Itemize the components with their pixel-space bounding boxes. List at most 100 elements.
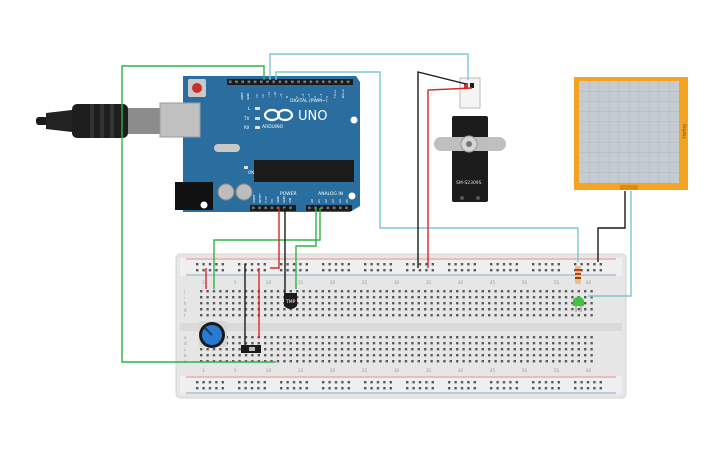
wire-red-servo[interactable] — [427, 87, 473, 268]
hole — [238, 296, 241, 299]
pin-label: A3 — [331, 199, 335, 203]
reset-button[interactable] — [192, 83, 202, 93]
row-letter: h — [184, 301, 187, 306]
hole — [475, 342, 478, 345]
wire-black-servo[interactable] — [417, 71, 467, 268]
hole — [507, 354, 510, 357]
hole — [366, 302, 369, 305]
hole — [289, 206, 292, 210]
wire-green-d11[interactable] — [121, 65, 276, 363]
hole — [580, 387, 583, 390]
hole — [353, 296, 356, 299]
hole — [341, 269, 344, 272]
hole — [544, 263, 548, 266]
hole — [212, 348, 216, 351]
servo-motor[interactable]: SM-S2309S — [434, 77, 506, 202]
hole — [443, 314, 446, 317]
hole — [520, 302, 523, 305]
hole — [462, 308, 465, 311]
tmp-sensor[interactable]: TMP — [284, 293, 297, 309]
potentiometer[interactable] — [199, 321, 227, 348]
hole — [431, 387, 434, 390]
hole — [496, 387, 499, 390]
hole — [580, 263, 583, 266]
hole — [340, 360, 344, 363]
arduino-uno-board[interactable]: UNO ARDUINO DIGITAL (PWM~) POWER ANALOG … — [159, 76, 360, 212]
wire-black-display[interactable] — [597, 191, 626, 262]
hole — [545, 308, 548, 311]
breadboard[interactable]: j i h g f e d c b a 1 5 10 15 20 25 30 3… — [175, 253, 627, 399]
hole — [449, 296, 452, 299]
hole — [462, 360, 465, 363]
hole — [593, 263, 596, 266]
hole — [360, 302, 363, 305]
hole — [590, 354, 593, 357]
hole — [328, 381, 331, 384]
usb-cable[interactable] — [36, 104, 160, 138]
infinity-icon — [276, 108, 294, 122]
hole — [238, 342, 241, 345]
hole — [443, 360, 446, 363]
green-led[interactable] — [573, 296, 584, 313]
hole — [308, 360, 312, 363]
hole — [385, 308, 388, 311]
hole — [571, 342, 574, 345]
hole — [308, 354, 312, 357]
hole — [574, 381, 577, 384]
hole — [366, 348, 369, 351]
hole — [372, 296, 376, 299]
wire-green-a0[interactable] — [213, 208, 321, 289]
top-power-rail — [180, 258, 622, 276]
led-tx — [255, 117, 260, 120]
row-letter: g — [184, 307, 187, 312]
hole — [430, 290, 433, 293]
slide-switch[interactable] — [241, 345, 261, 353]
hole — [488, 342, 491, 345]
hole — [526, 308, 529, 311]
hole — [221, 387, 224, 390]
hole — [340, 290, 344, 293]
hole — [379, 360, 382, 363]
wire-cyan-display[interactable] — [588, 191, 632, 297]
hole — [551, 387, 554, 390]
wire-red-5v[interactable] — [270, 208, 280, 269]
wire-green-a1[interactable] — [295, 208, 317, 289]
digital-pin-header[interactable] — [227, 79, 353, 85]
hole — [283, 206, 286, 210]
hole — [360, 360, 363, 363]
hole — [315, 348, 318, 351]
hole — [520, 348, 523, 351]
arduino-logo: UNO ARDUINO — [262, 108, 327, 130]
hole — [564, 296, 568, 299]
hole — [302, 314, 305, 317]
hole — [334, 302, 337, 305]
hole — [584, 360, 587, 363]
hole — [270, 360, 273, 363]
hole — [345, 206, 348, 210]
hole — [372, 290, 376, 293]
hole — [232, 348, 235, 351]
hole — [436, 336, 440, 339]
switch-slider[interactable] — [249, 347, 255, 351]
hole — [448, 269, 451, 272]
hole — [520, 360, 523, 363]
hole — [539, 290, 542, 293]
hole — [364, 263, 367, 266]
lcd-display[interactable]: Display — [574, 77, 688, 190]
hole — [385, 302, 388, 305]
wire-cyan-led[interactable] — [275, 71, 579, 262]
hole — [257, 381, 260, 384]
hole — [481, 336, 484, 339]
hole — [353, 290, 356, 293]
hole — [507, 336, 510, 339]
wire-cyan-servo-signal[interactable] — [269, 53, 469, 80]
hole — [448, 387, 451, 390]
hole — [334, 336, 337, 339]
hole — [577, 348, 580, 351]
hole — [417, 336, 420, 339]
resistor[interactable] — [575, 266, 581, 284]
hole — [417, 290, 420, 293]
hole — [557, 269, 560, 272]
hole — [302, 308, 305, 311]
hole — [206, 348, 209, 351]
